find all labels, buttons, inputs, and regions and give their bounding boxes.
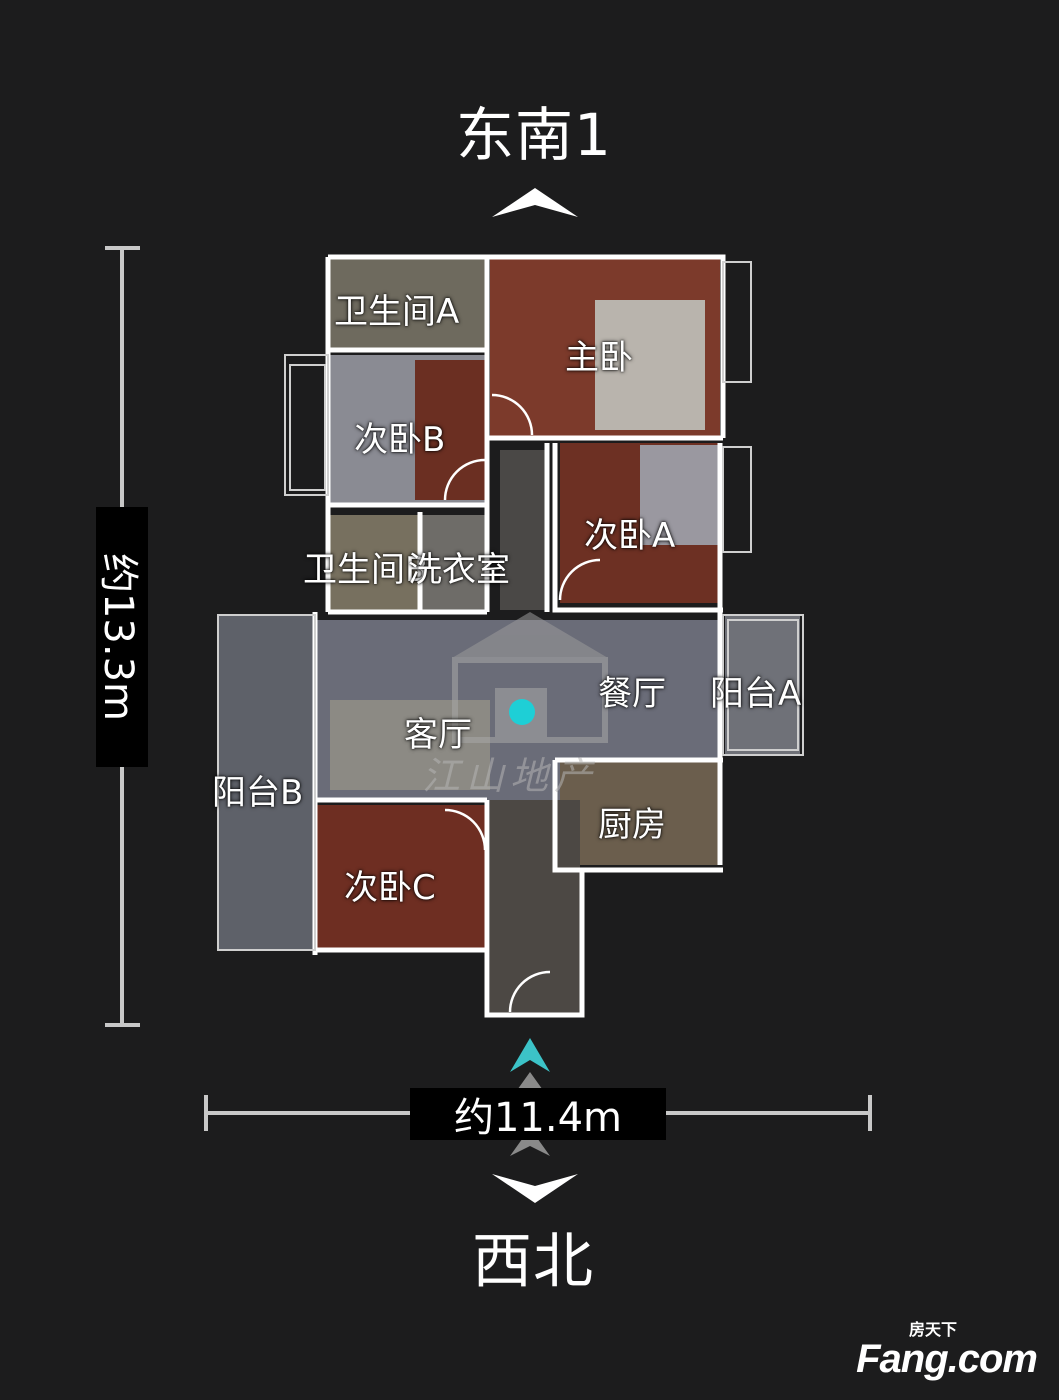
brand-logo-main: Fang.com [856, 1337, 1038, 1381]
watermark-house-icon [452, 612, 608, 743]
height-dimension-box: 约13.3m [95, 507, 148, 767]
room-label-laundry: 洗衣室 [408, 550, 510, 590]
room-label-kitchen: 厨房 [598, 805, 666, 845]
room-label-master-bedroom: 主卧 [565, 338, 633, 378]
width-dimension-label: 约11.4m [453, 1095, 623, 1141]
room-label-living: 客厅 [404, 715, 472, 755]
room-label-balcony-a: 阳台A [710, 674, 802, 714]
room-label-dining: 餐厅 [598, 674, 666, 714]
room-label-bedroom-a: 次卧A [584, 516, 676, 556]
room-label-bathroom-a: 卫生间A [334, 292, 460, 332]
brand-logo: 房天下 Fang.com [856, 1322, 1038, 1382]
orientation-bottom-label: 西北 [472, 1227, 594, 1297]
height-dimension-label: 约13.3m [95, 552, 141, 722]
width-dimension-box: 约11.4m [410, 1088, 666, 1141]
position-marker-icon [509, 699, 535, 725]
room-fills [218, 258, 800, 1015]
watermark-text: 江山地产 [422, 754, 599, 798]
down-chevron-icon [492, 1174, 578, 1203]
brand-logo-top: 房天下 [908, 1322, 957, 1339]
room-label-balcony-b: 阳台B [212, 773, 304, 813]
room-label-bedroom-b: 次卧B [354, 420, 446, 460]
up-chevron-icon [492, 188, 578, 217]
orientation-top-label: 东南1 [456, 101, 612, 169]
door-swings [443, 393, 601, 1013]
window-outlines [217, 261, 804, 951]
room-label-bathroom-b: 卫生间B [303, 550, 429, 590]
room-label-bedroom-c: 次卧C [344, 868, 436, 908]
